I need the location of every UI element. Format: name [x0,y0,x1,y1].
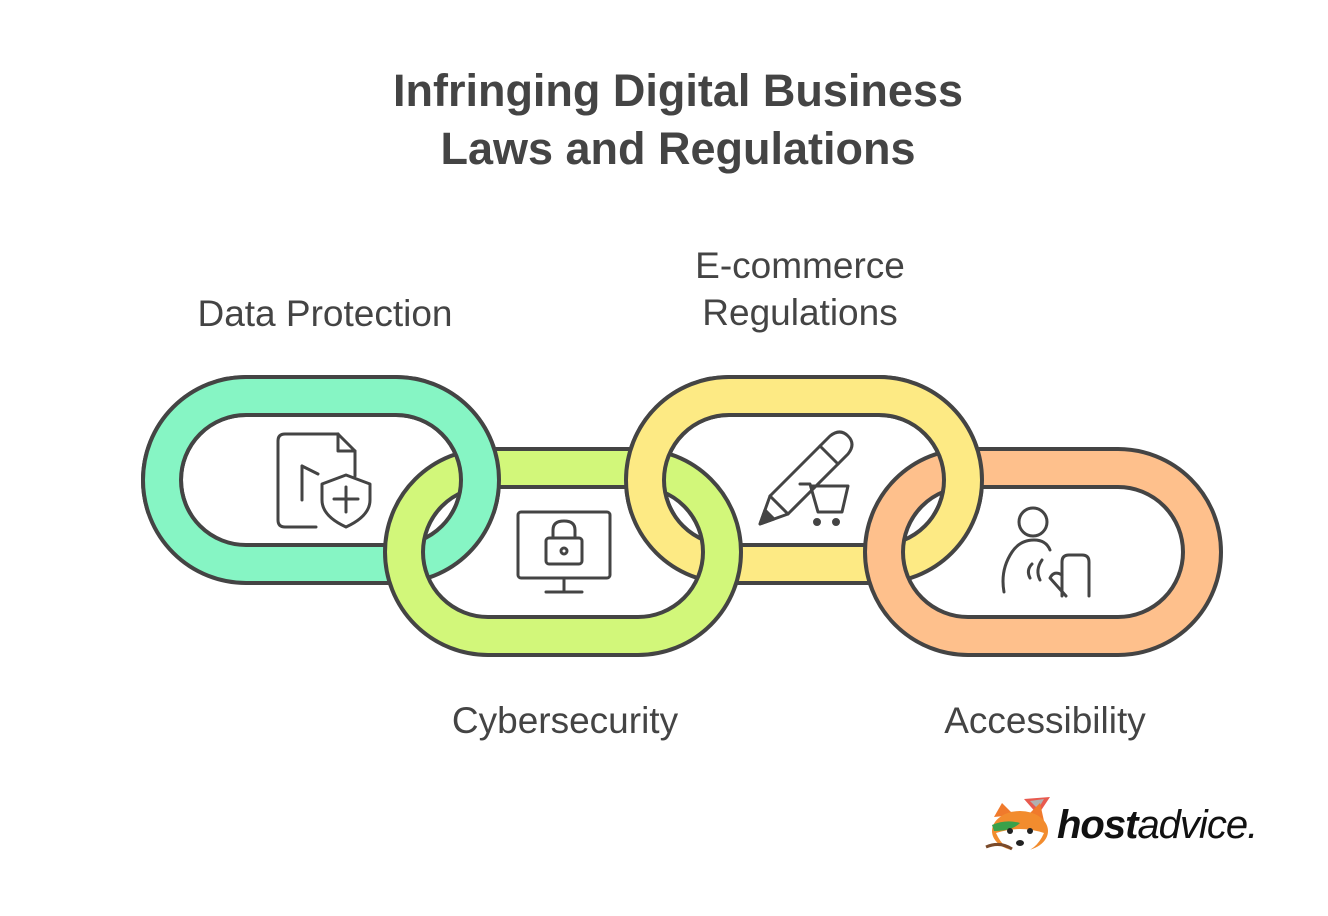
monitor-lock-icon [516,510,612,594]
label-accessibility: Accessibility [944,700,1146,741]
hostadvice-logo: hostadvice. [984,795,1284,865]
person-hand-icon [1001,506,1091,598]
diagram-title: Infringing Digital Business Laws and Reg… [0,62,1328,178]
chain-link-accessibility [863,447,1223,657]
label-cybersecurity: Cybersecurity [451,700,679,741]
title-line-2: Laws and Regulations [440,123,916,174]
brand-wordmark: hostadvice. [1057,803,1258,847]
title-line-1: Infringing Digital Business [392,65,964,116]
fox-mascot-icon [985,797,1050,853]
chain-link-cybersecurity [383,447,743,657]
label-data-protection: Data Protection [197,293,453,334]
pencil-cart-icon [758,430,854,526]
document-shield-icon [276,432,372,529]
label-ecommerce-regulations: E-commerce Regulations [695,245,905,333]
